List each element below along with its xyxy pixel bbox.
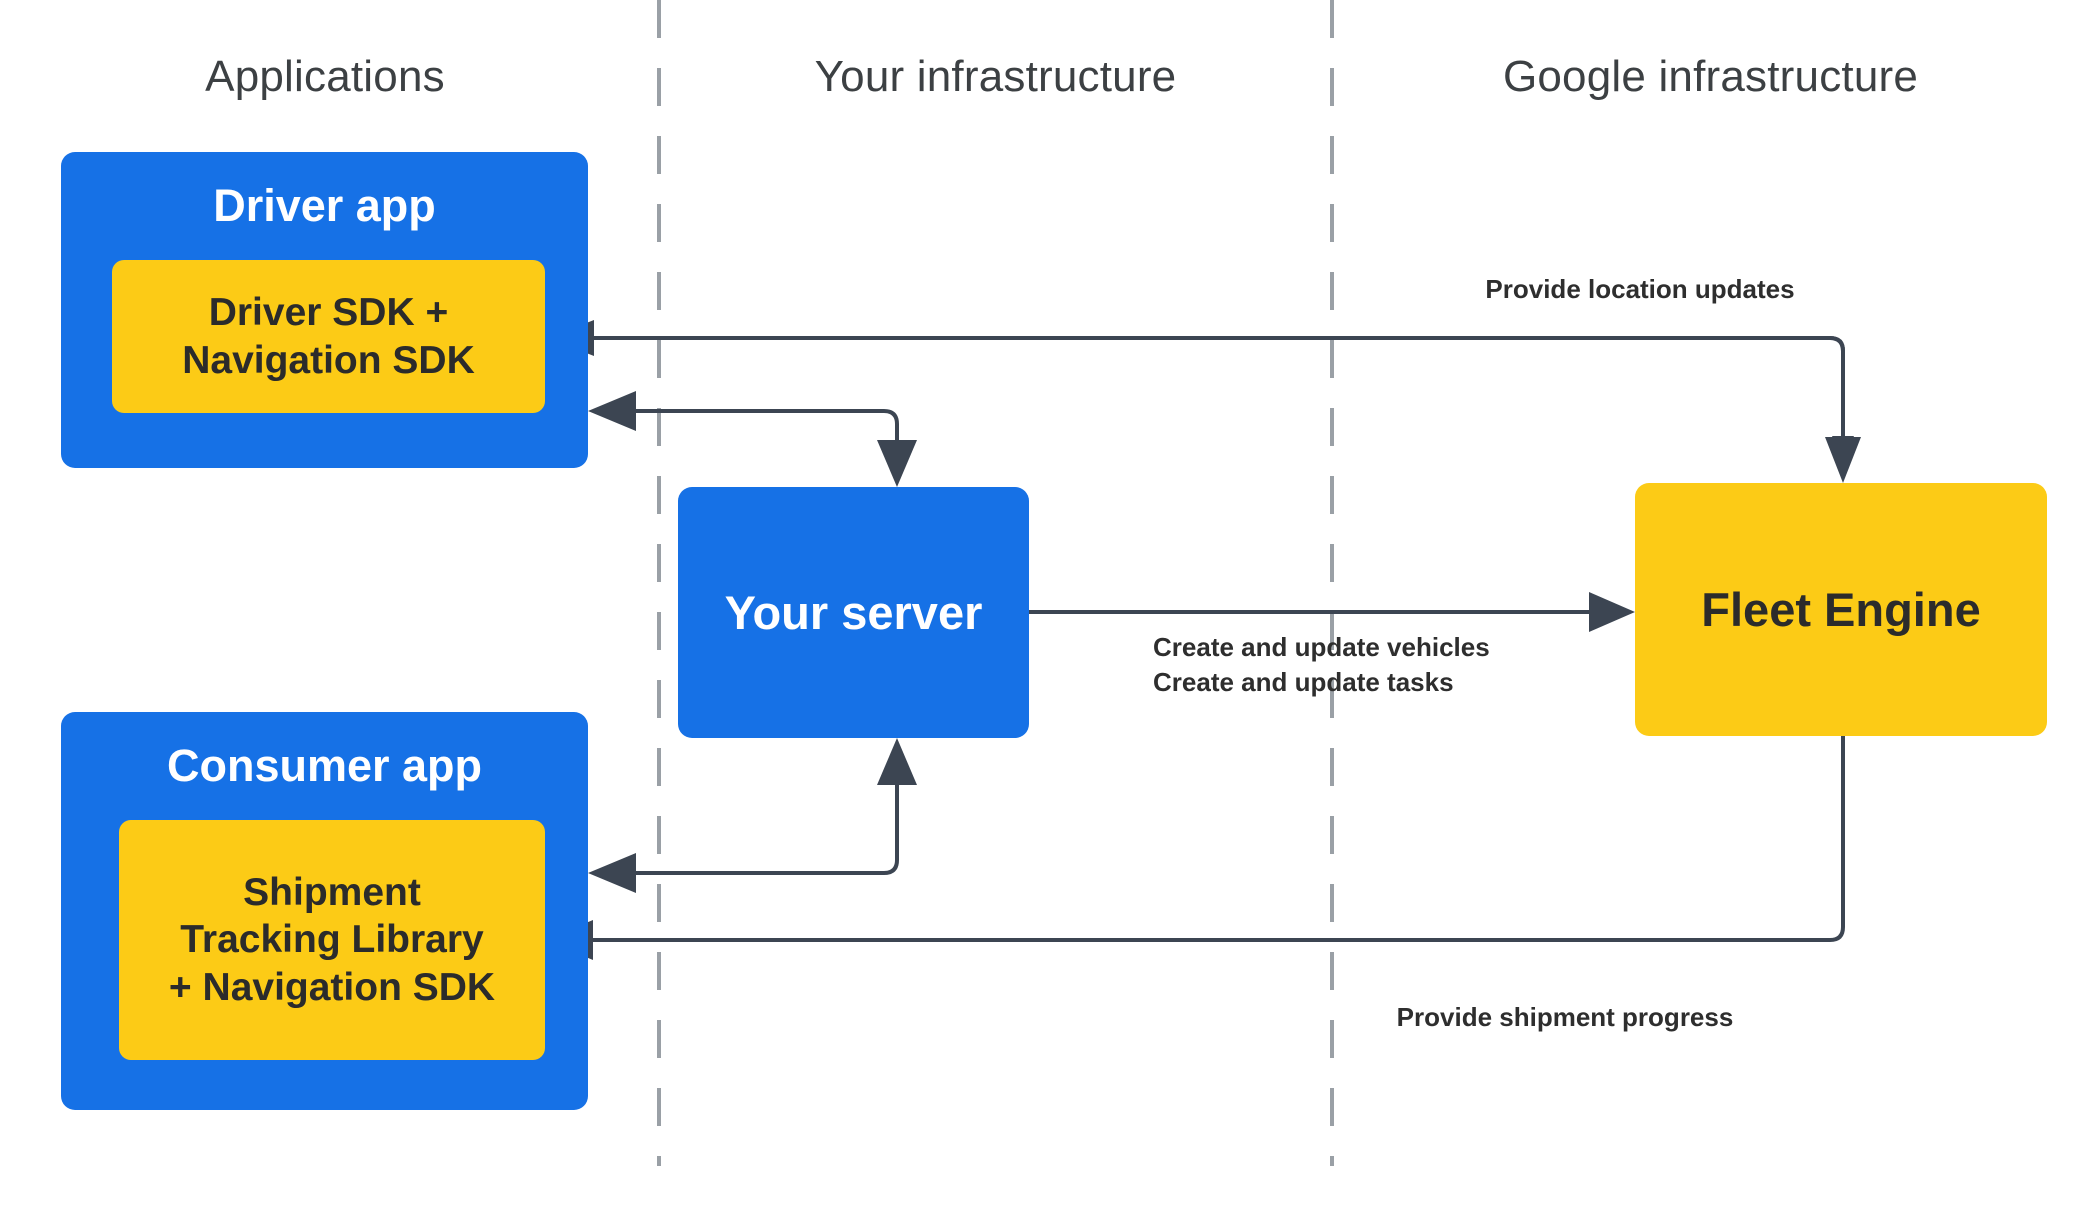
node-shipment-tracking-library[interactable]: Shipment Tracking Library + Navigation S… [119, 820, 545, 1060]
edge-consumer-to-server [600, 760, 899, 875]
arrowhead-into-driver-app [588, 391, 636, 431]
fleet-engine-label: Fleet Engine [1701, 582, 1981, 636]
node-fleet-engine[interactable]: Fleet Engine [1635, 483, 2047, 736]
edge-label-create-tasks: Create and update tasks [1153, 667, 1454, 698]
column-header-your-infrastructure: Your infrastructure [814, 52, 1177, 101]
edge-label-provide-shipment-progress: Provide shipment progress [1396, 1002, 1734, 1032]
edge-shipment-progress-line [570, 736, 1845, 942]
column-header-google-infrastructure: Google infrastructure [1502, 52, 1919, 101]
edge-server-to-driver [600, 409, 899, 465]
edge-location-updates-line [580, 336, 1845, 445]
driver-app-title: Driver app [213, 180, 436, 231]
driver-sdk-line-2: Navigation SDK [182, 338, 475, 382]
column-header-applications: Applications [205, 52, 445, 101]
arrowhead-into-fleet-engine-left [1589, 592, 1635, 632]
arrowhead-into-consumer-app [588, 853, 636, 893]
node-your-server[interactable]: Your server [678, 487, 1029, 738]
arrowhead-into-your-server-bottom [877, 738, 917, 785]
driver-sdk-line-1: Driver SDK + [208, 290, 449, 334]
consumer-app-title: Consumer app [166, 740, 483, 791]
edge-label-create-and-update: Create and update vehicles Create and up… [1153, 630, 1490, 700]
arrowhead-into-your-server-top [877, 440, 917, 487]
shipment-library-line-3: + Navigation SDK [168, 965, 496, 1009]
edge-label-provide-location-updates: Provide location updates [1485, 274, 1795, 304]
driver-sdk-label: Driver SDK + Navigation SDK [176, 289, 481, 384]
your-server-label: Your server [724, 585, 983, 639]
arrowhead-into-fleet-engine-top [1825, 437, 1861, 483]
edge-label-create-vehicles: Create and update vehicles [1153, 632, 1490, 662]
edge-location-updates [572, 336, 1854, 460]
shipment-tracking-library-label: Shipment Tracking Library + Navigation S… [163, 869, 501, 1012]
node-driver-sdk[interactable]: Driver SDK + Navigation SDK [112, 260, 545, 413]
shipment-library-line-1: Shipment [243, 870, 421, 914]
shipment-library-line-2: Tracking Library [180, 918, 484, 962]
